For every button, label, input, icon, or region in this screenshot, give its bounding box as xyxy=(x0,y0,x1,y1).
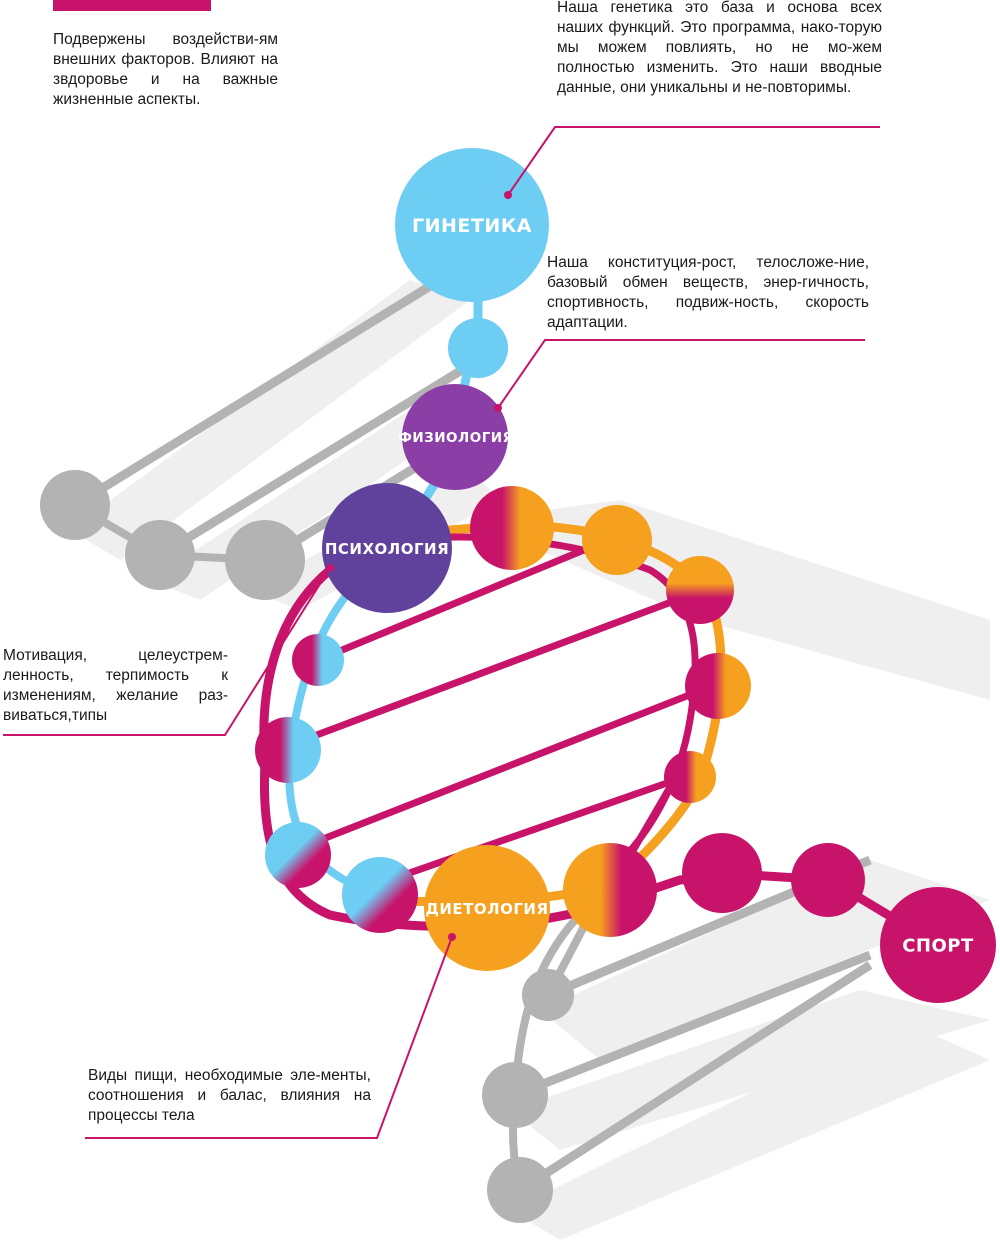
node-sport-label: СПОРТ xyxy=(902,936,974,957)
callout-genetics: Наша генетика это база и основа всех наш… xyxy=(557,0,882,96)
bead-mixed-2 xyxy=(255,717,321,783)
bead-orange-6 xyxy=(563,843,657,937)
node-genetics-label: ГИНЕТИКА xyxy=(412,215,532,237)
bead-blue-1 xyxy=(448,318,508,378)
bead-mixed-3 xyxy=(265,822,331,888)
bead-mixed-1 xyxy=(292,634,344,686)
node-sport: СПОРТ xyxy=(880,887,996,1003)
leader-dots xyxy=(326,191,512,941)
callout-psychology: Мотивация, целеустрем-ленность, терпимос… xyxy=(3,647,228,724)
bead-orange-4 xyxy=(685,653,751,719)
node-psychology: ПСИХОЛОГИЯ xyxy=(322,483,452,613)
bead-orange-2 xyxy=(582,505,652,575)
node-psychology-label: ПСИХОЛОГИЯ xyxy=(325,540,449,558)
bead-mixed-4 xyxy=(342,857,418,933)
callout-physiology: Наша конституция-рост, телосложе-ние, ба… xyxy=(547,254,869,331)
node-dietology-label: ДИЕТОЛОГИЯ xyxy=(425,900,548,918)
bead-orange-1 xyxy=(470,486,554,570)
callout-external-factors: Подвержены воздействи-ям внешних факторо… xyxy=(53,31,278,108)
gray-strand xyxy=(40,276,873,1223)
callout-dietology: Виды пищи, необходимые эле-менты, соотно… xyxy=(88,1067,371,1124)
accent-bar xyxy=(53,0,211,11)
leader-lines xyxy=(3,126,880,1139)
strand-beads xyxy=(255,318,865,937)
node-physiology: ФИЗИОЛОГИЯ xyxy=(398,384,513,490)
node-dietology: ДИЕТОЛОГИЯ xyxy=(424,845,550,971)
bead-magenta-1 xyxy=(682,833,762,913)
node-genetics: ГИНЕТИКА xyxy=(395,148,549,302)
bead-orange-3 xyxy=(666,556,734,624)
bead-orange-5 xyxy=(664,751,716,803)
bead-magenta-2 xyxy=(791,843,865,917)
node-physiology-label: ФИЗИОЛОГИЯ xyxy=(398,430,513,446)
